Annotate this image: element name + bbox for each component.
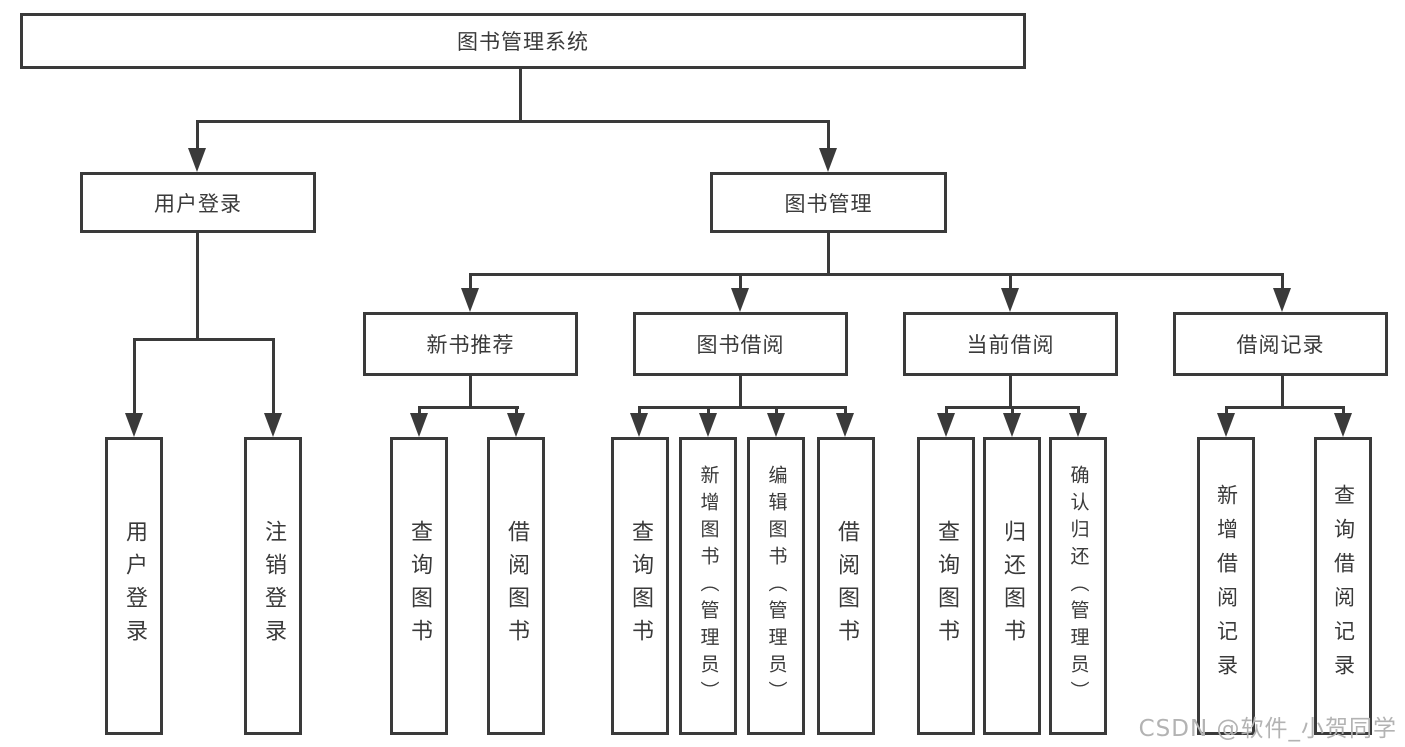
connector-line xyxy=(1225,406,1228,417)
node-label: 图书借阅 xyxy=(696,333,785,357)
arrowhead-down xyxy=(264,413,282,437)
arrowhead-down xyxy=(836,413,854,437)
connector-line xyxy=(418,406,421,417)
arrowhead-down xyxy=(188,148,206,172)
leaf-borrowing-query-books: 查询图书 xyxy=(611,437,669,735)
node-new-book-recommend: 新书推荐 xyxy=(363,312,578,376)
connector-line xyxy=(470,273,1283,276)
arrowhead-down xyxy=(461,288,479,312)
connector-line xyxy=(515,406,518,417)
connector-line xyxy=(1342,406,1345,417)
arrowhead-down xyxy=(699,413,717,437)
node-label: 归还图书 xyxy=(1000,520,1025,652)
node-label: 查询图书 xyxy=(934,520,959,652)
node-label: 新增图书（管理员） xyxy=(697,464,720,708)
arrowhead-down xyxy=(1001,288,1019,312)
leaf-records-add-record: 新增借阅记录 xyxy=(1197,437,1255,735)
connector-line xyxy=(1281,376,1284,409)
arrowhead-down xyxy=(410,413,428,437)
connector-line xyxy=(1009,376,1012,409)
node-label: 借阅记录 xyxy=(1236,333,1325,357)
connector-line xyxy=(133,338,136,416)
arrowhead-down xyxy=(630,413,648,437)
leaf-borrowing-borrow-books: 借阅图书 xyxy=(817,437,875,735)
connector-line xyxy=(1226,406,1345,409)
node-label: 查询图书 xyxy=(407,520,432,652)
leaf-borrowing-add-books-admin: 新增图书（管理员） xyxy=(679,437,737,735)
leaf-user-login: 用户登录 xyxy=(105,437,163,735)
connector-line xyxy=(1281,273,1284,291)
node-current-borrowing: 当前借阅 xyxy=(903,312,1118,376)
connector-line xyxy=(469,376,472,409)
connector-line xyxy=(196,233,199,338)
connector-line xyxy=(639,406,847,409)
connector-line xyxy=(945,406,948,417)
connector-line xyxy=(827,120,830,152)
node-label: 新增借阅记录 xyxy=(1214,484,1239,688)
arrowhead-down xyxy=(1217,413,1235,437)
arrowhead-down xyxy=(125,413,143,437)
connector-line xyxy=(707,406,710,417)
arrowhead-down xyxy=(1334,413,1352,437)
connector-line xyxy=(739,273,742,291)
arrowhead-down xyxy=(1273,288,1291,312)
connector-line xyxy=(134,338,275,341)
node-label: 注销登录 xyxy=(261,520,286,652)
node-root-label: 图书管理系统 xyxy=(457,30,589,54)
connector-line xyxy=(1009,273,1012,291)
node-book-management: 图书管理 xyxy=(710,172,947,233)
connector-line xyxy=(638,406,641,417)
node-root: 图书管理系统 xyxy=(20,13,1026,69)
node-book-borrowing: 图书借阅 xyxy=(633,312,848,376)
node-label: 确认归还（管理员） xyxy=(1067,464,1090,708)
connector-line xyxy=(419,406,519,409)
leaf-current-confirm-return-admin: 确认归还（管理员） xyxy=(1049,437,1107,735)
arrowhead-down xyxy=(507,413,525,437)
node-label: 借阅图书 xyxy=(834,520,859,652)
leaf-current-query-books: 查询图书 xyxy=(917,437,975,735)
node-label: 用户登录 xyxy=(154,191,242,216)
connector-line xyxy=(469,273,472,291)
arrowhead-down xyxy=(731,288,749,312)
connector-line xyxy=(1011,406,1014,417)
node-label: 查询图书 xyxy=(628,520,653,652)
connector-line xyxy=(827,233,830,276)
leaf-current-return-books: 归还图书 xyxy=(983,437,1041,735)
node-borrowing-records: 借阅记录 xyxy=(1173,312,1388,376)
arrowhead-down xyxy=(937,413,955,437)
arrowhead-down xyxy=(819,148,837,172)
csdn-watermark: CSDN @软件_小贺同学 xyxy=(1138,716,1397,742)
connector-line xyxy=(196,120,199,152)
node-label: 当前借阅 xyxy=(966,333,1055,357)
connector-line xyxy=(844,406,847,417)
connector-line xyxy=(197,120,830,123)
node-label: 新书推荐 xyxy=(426,333,515,357)
node-user-login: 用户登录 xyxy=(80,172,316,233)
arrowhead-down xyxy=(1003,413,1021,437)
connector-line xyxy=(272,338,275,416)
connector-line xyxy=(739,376,742,409)
connector-line xyxy=(1077,406,1080,417)
node-label: 图书管理 xyxy=(784,191,873,216)
arrowhead-down xyxy=(767,413,785,437)
node-label: 用户登录 xyxy=(122,520,147,652)
connector-line xyxy=(775,406,778,417)
leaf-borrowing-edit-books-admin: 编辑图书（管理员） xyxy=(747,437,805,735)
node-label: 查询借阅记录 xyxy=(1331,484,1356,688)
leaf-logout: 注销登录 xyxy=(244,437,302,735)
node-label: 借阅图书 xyxy=(504,520,529,652)
node-label: 编辑图书（管理员） xyxy=(765,464,788,708)
leaf-newbook-borrow-books: 借阅图书 xyxy=(487,437,545,735)
leaf-records-query-record: 查询借阅记录 xyxy=(1314,437,1372,735)
leaf-newbook-query-books: 查询图书 xyxy=(390,437,448,735)
connector-line xyxy=(519,69,522,120)
arrowhead-down xyxy=(1069,413,1087,437)
